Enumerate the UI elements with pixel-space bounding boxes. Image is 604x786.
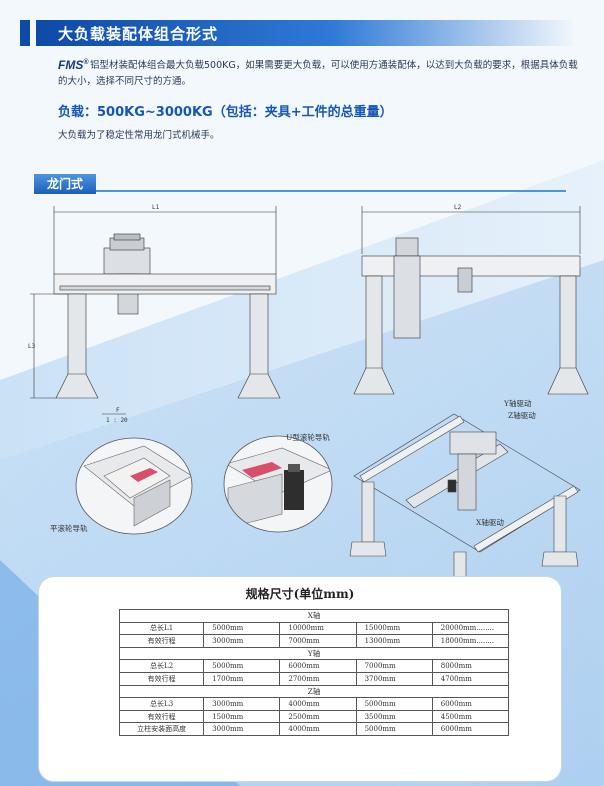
cell: 5000mm (355, 722, 433, 736)
callout-u-rail: U型滚轮导轨 (286, 433, 330, 442)
load-range: 负载：500KG~3000KG（包括：夹具+工件的总重量） (58, 105, 393, 120)
z-axis-header: Z轴 (119, 684, 509, 699)
cell: 3000mm (203, 634, 281, 648)
callout-x-drive: X轴驱动 (476, 518, 504, 527)
row-label: 有效行程 (118, 709, 205, 724)
load-note: 大负载为了稳定性常用龙门式机械手。 (58, 130, 220, 141)
detail-u-rail (223, 435, 333, 533)
callout-z-drive: Z轴驱动 (508, 411, 536, 420)
cell: 6000mm (431, 697, 510, 711)
cell: 8000mm (431, 659, 510, 673)
cell: 5000mm (203, 659, 281, 673)
y-axis-header: Y轴 (119, 646, 509, 661)
row-label: 有效行程 (118, 671, 205, 686)
cell: 3000mm (203, 722, 281, 736)
callout-flat-rail: 平滚轮导轨 (50, 524, 88, 533)
intro-paragraph: 铝型材装配体组合最大负载500KG，如果需要更大负载，可以使用方通装配体，以达到… (58, 58, 578, 90)
table-row: 有效行程 1700mm 2700mm 3700mm 4700mm (118, 671, 510, 686)
cell: 5000mm (355, 697, 433, 711)
row-label: 立柱安装面高度 (118, 722, 205, 736)
cell: 7000mm (279, 634, 357, 648)
cell: 7000mm (355, 659, 433, 673)
header-bar (20, 20, 576, 46)
detail-flat-rail (75, 437, 193, 535)
cell: 6000mm (431, 722, 510, 736)
cell: 2500mm (279, 709, 357, 724)
cell: 4700mm (431, 671, 510, 686)
cell: 1700mm (203, 671, 281, 686)
spec-title: 规格尺寸(单位mm) (245, 587, 355, 601)
x-axis-header: X轴 (119, 609, 509, 623)
section-title: 龙门式 (34, 174, 96, 194)
y-axis-header-row: Y轴 (119, 646, 509, 661)
row-label: 总长L2 (118, 659, 205, 673)
spec-panel: 规格尺寸(单位mm) X轴 总长L1 5000mm 10000mm 15000m… (38, 576, 562, 782)
cell: 4500mm (431, 709, 510, 724)
table-row: 总长L2 5000mm 6000mm 7000mm 8000mm (118, 659, 510, 673)
page-title: 大负载装配体组合形式 (58, 25, 219, 43)
row-label: 有效行程 (118, 634, 205, 648)
cell: 2700mm (279, 671, 357, 686)
dim-l3-label: L3 (28, 343, 36, 350)
cell: 18000mm........ (431, 634, 510, 648)
table-row: 有效行程 3000mm 7000mm 13000mm 18000mm......… (118, 634, 510, 648)
cell: 4000mm (279, 697, 357, 711)
detail-scale: 1 : 20 (106, 417, 128, 424)
cell: 15000mm (355, 621, 433, 636)
table-row: 总长L1 5000mm 10000mm 15000mm 20000mm.....… (118, 621, 510, 636)
table-row: 总长L3 3000mm 4000mm 5000mm 6000mm (118, 697, 510, 711)
row-label: 总长L3 (118, 697, 205, 711)
cell: 20000mm........ (431, 621, 510, 636)
cell: 3700mm (355, 671, 433, 686)
cell: 5000mm (203, 621, 281, 636)
detail-letter: F (116, 407, 120, 414)
cell: 4000mm (279, 722, 357, 736)
x-axis-header-row: X轴 (119, 609, 509, 623)
fms-logo: FMS® (58, 58, 89, 72)
table-row: 有效行程 1500mm 2500mm 3500mm 4500mm (118, 709, 510, 724)
dim-l2-label: L2 (454, 204, 462, 211)
intro-text: 铝型材装配体组合最大负载500KG，如果需要更大负载，可以使用方通装配体，以达到… (58, 60, 578, 87)
front-view-drawing: L1 L3 F 1 : 20 (28, 204, 281, 424)
cell: 3500mm (355, 709, 433, 724)
cell: 10000mm (279, 621, 357, 636)
dim-l1-label: L1 (152, 204, 160, 211)
spec-table: X轴 总长L1 5000mm 10000mm 15000mm 20000mm..… (118, 609, 510, 736)
cell: 1500mm (203, 709, 281, 724)
isometric-gantry-drawing (349, 413, 581, 613)
section-divider (96, 190, 566, 192)
callout-y-drive: Y轴驱动 (504, 399, 532, 408)
row-label: 总长L1 (118, 621, 205, 636)
z-axis-header-row: Z轴 (119, 684, 509, 699)
table-row: 立柱安装面高度 3000mm 4000mm 5000mm 6000mm (118, 722, 510, 736)
cell: 13000mm (355, 634, 433, 648)
cell: 6000mm (279, 659, 357, 673)
cell: 3000mm (203, 697, 281, 711)
side-view-drawing: L2 (353, 204, 589, 395)
